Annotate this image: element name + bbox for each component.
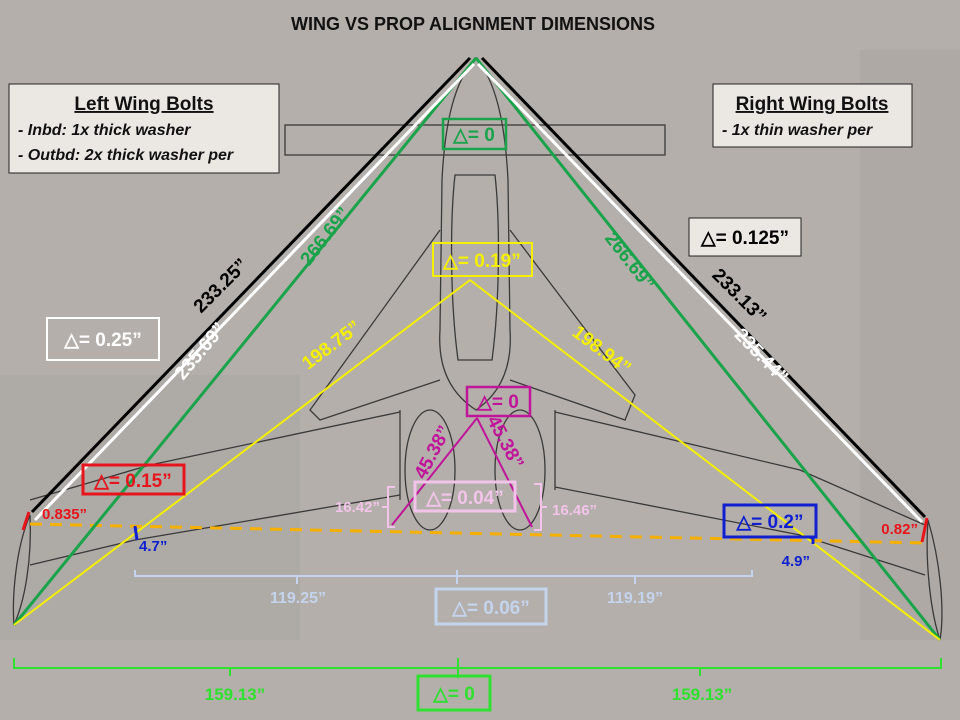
magenta-line-left xyxy=(391,417,478,526)
dim-pink-right: 16.46” xyxy=(552,502,597,519)
red-tick-right xyxy=(920,517,929,543)
dim-green-bottom-left: 159.13” xyxy=(205,685,266,704)
reference-dashed-line xyxy=(29,522,926,545)
green-line-right xyxy=(474,57,942,641)
lightblue-bracket xyxy=(134,570,753,584)
yellow-line-right xyxy=(469,279,941,641)
green-line-left xyxy=(12,57,478,626)
photo-patch xyxy=(0,375,300,640)
delta-white: △= 0.25” xyxy=(63,330,141,351)
green-bottom-bracket xyxy=(13,658,942,678)
dim-red-left: 0.835” xyxy=(42,506,87,523)
delta-yellow: △= 0.19” xyxy=(442,251,520,272)
magenta-line-right xyxy=(476,417,533,528)
dim-lightblue-left: 119.25” xyxy=(270,590,326,607)
left-box-line: - Outbd: 2x thick washer per xyxy=(18,147,234,164)
dim-pink-left: 16.42” xyxy=(335,499,380,516)
aircraft-sketch xyxy=(12,57,943,641)
white-line-right xyxy=(476,62,924,524)
black-line-left xyxy=(30,56,472,514)
diagram-title: WING VS PROP ALIGNMENT DIMENSIONS xyxy=(291,14,655,34)
white-line-left xyxy=(33,62,476,522)
black-line-right xyxy=(480,56,927,519)
pink-bracket-right xyxy=(534,483,547,531)
delta-pink: △= 0.04” xyxy=(425,488,503,509)
dim-red-right: 0.82” xyxy=(881,521,918,538)
delta-black: △= 0.125” xyxy=(700,228,789,249)
pink-bracket-left xyxy=(382,486,395,528)
small-dimension-labels: 16.42” 16.46” 0.835” 0.82” 4.7” 4.9” 119… xyxy=(42,499,918,704)
dim-lightblue-right: 119.19” xyxy=(607,590,663,607)
delta-blue: △= 0.2” xyxy=(736,512,804,533)
delta-labels: △= 0 △= 0.125” △= 0.25” △= 0.19” △= 0 △=… xyxy=(46,117,818,712)
dim-blue-right: 4.9” xyxy=(782,553,810,570)
left-wing-bolts-box: Left Wing Bolts - Inbd: 1x thick washer … xyxy=(8,83,280,174)
left-box-title: Left Wing Bolts xyxy=(74,94,213,115)
red-tick-left xyxy=(21,511,31,531)
right-wing-bolts-box: Right Wing Bolts - 1x thin washer per xyxy=(712,83,913,148)
delta-magenta: △= 0 xyxy=(476,392,519,413)
yellow-line-left xyxy=(13,279,471,626)
blue-tick-left xyxy=(133,525,139,541)
delta-green-bottom: △= 0 xyxy=(432,684,475,705)
delta-nose: △= 0 xyxy=(452,125,495,146)
right-box-title: Right Wing Bolts xyxy=(736,94,889,115)
measurement-lines xyxy=(12,56,942,641)
dim-blue-left: 4.7” xyxy=(139,538,167,555)
delta-lightblue: △= 0.06” xyxy=(451,598,529,619)
right-box-line: - 1x thin washer per xyxy=(722,122,873,139)
delta-red: △= 0.15” xyxy=(93,471,171,492)
dim-green-bottom-right: 159.13” xyxy=(672,685,733,704)
left-box-line: - Inbd: 1x thick washer xyxy=(18,122,191,139)
